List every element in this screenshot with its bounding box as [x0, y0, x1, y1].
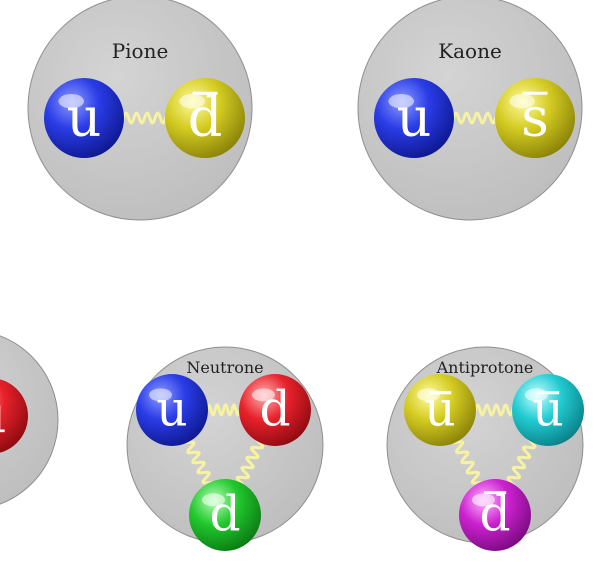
- quark-highlight: [251, 388, 275, 402]
- quark-highlight: [509, 94, 535, 109]
- quark-highlight: [148, 388, 172, 402]
- gluon-spring: [116, 111, 173, 125]
- hadron-name: Pione: [112, 39, 169, 63]
- gluon-spring: [506, 435, 537, 490]
- quark-green: d: [189, 479, 261, 551]
- quark-label: d: [259, 382, 290, 438]
- hadron-disk: [357, 0, 583, 221]
- quark-yellow-anti: d: [165, 78, 245, 158]
- quark-blue: u: [44, 78, 124, 158]
- quark-blue: u: [374, 78, 454, 158]
- gluon-spring: [235, 435, 265, 490]
- quark-ball: [0, 379, 28, 453]
- hadron-antiprotone: Antiprotone u ud: [386, 346, 584, 551]
- hadron-partial: u: [0, 335, 59, 505]
- gluon-spring: [201, 403, 246, 417]
- quark-highlight: [388, 94, 415, 109]
- quark-yellow-anti: s: [495, 78, 575, 158]
- quark-yellow-anti: u: [404, 374, 476, 446]
- quark-magenta-anti: d: [459, 479, 531, 551]
- hadron-name: Antiprotone: [436, 358, 534, 377]
- gluon-spring: [449, 435, 486, 490]
- quark-cyan-anti: u: [512, 374, 584, 446]
- quark-label: d: [209, 487, 240, 543]
- hadron-name: Neutrone: [186, 358, 263, 377]
- quark-label: u: [532, 382, 563, 438]
- quark-label: u: [67, 85, 102, 148]
- quark-highlight: [179, 94, 205, 109]
- quark-label: s: [521, 85, 549, 148]
- gluon-spring: [446, 111, 503, 125]
- quark-label: d: [188, 85, 223, 148]
- quark-red: d: [239, 374, 311, 446]
- hadron-disk: [27, 0, 253, 221]
- hadron-name: Kaone: [438, 39, 502, 63]
- gluon-spring: [181, 435, 216, 490]
- quark-label: u: [0, 385, 7, 445]
- quark-label: u: [156, 382, 187, 438]
- quark-highlight: [201, 493, 225, 507]
- gluon-spring: [469, 403, 519, 417]
- hadron-disk: [0, 335, 59, 505]
- quark-highlight: [58, 94, 84, 109]
- quark-label: u: [397, 85, 432, 148]
- quark-highlight: [471, 493, 496, 507]
- quark-label: d: [479, 487, 510, 543]
- quark-label: u: [424, 382, 455, 438]
- quark-blue: u: [136, 374, 208, 446]
- quark-red: u: [0, 379, 28, 453]
